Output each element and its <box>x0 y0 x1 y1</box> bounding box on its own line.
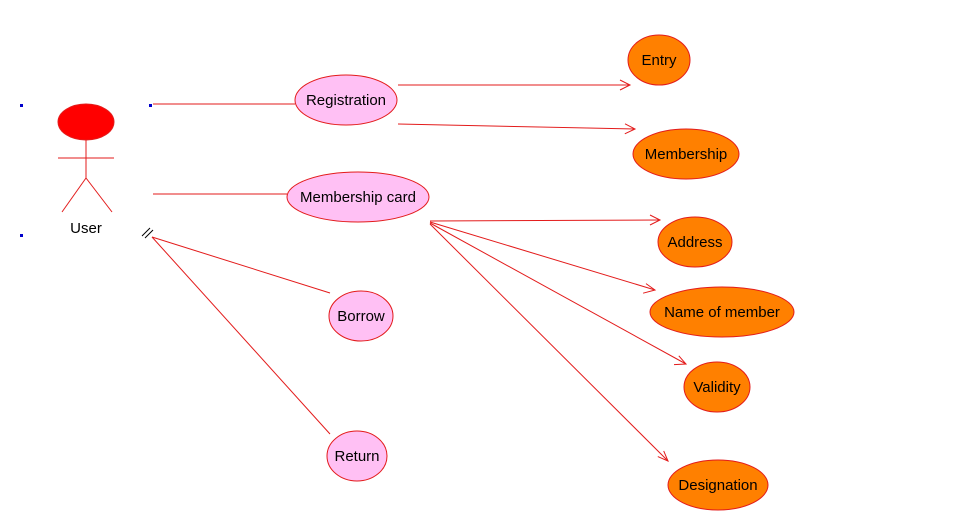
use-case-borrow[interactable]: Borrow <box>328 290 394 342</box>
actor-label: User <box>70 220 102 237</box>
arrow-line-registration-membership <box>397 123 636 130</box>
arrowhead <box>624 123 637 135</box>
resize-grip-icon[interactable] <box>141 227 154 239</box>
use-case-registration[interactable]: Registration <box>294 74 398 126</box>
association-line-user-return <box>151 236 331 435</box>
use-case-return[interactable]: Return <box>326 430 388 482</box>
use-case-name-of-member[interactable]: Name of member <box>649 286 795 338</box>
use-case-label: Name of member <box>664 304 780 321</box>
use-case-label: Membership card <box>300 189 416 206</box>
selection-handle <box>20 234 23 237</box>
use-case-membership-card[interactable]: Membership card <box>286 171 430 223</box>
use-case-address[interactable]: Address <box>657 216 733 268</box>
association-line-user-borrow <box>151 236 331 294</box>
arrowhead <box>619 79 632 91</box>
use-case-label: Borrow <box>337 308 385 325</box>
use-case-entry[interactable]: Entry <box>627 34 691 86</box>
actor-user[interactable]: User <box>57 103 115 237</box>
arrowhead <box>657 450 669 462</box>
use-case-validity[interactable]: Validity <box>683 361 751 413</box>
arrow-line-membership-card-validity <box>429 222 687 365</box>
arrow-line-membership-card-name-of-member <box>429 221 656 291</box>
use-case-designation[interactable]: Designation <box>667 459 769 511</box>
actor-right-leg <box>85 177 113 213</box>
arrow-line-membership-card-address <box>429 219 661 222</box>
use-case-membership[interactable]: Membership <box>632 128 740 180</box>
arrowhead <box>642 283 657 294</box>
arrow-line-membership-card-designation <box>429 223 669 462</box>
use-case-label: Membership <box>645 146 728 163</box>
use-case-label: Validity <box>693 379 741 396</box>
arrowhead <box>649 214 662 226</box>
selection-handle <box>20 104 23 107</box>
use-case-label: Designation <box>678 477 757 494</box>
selection-handle <box>149 104 152 107</box>
use-case-label: Address <box>667 234 722 251</box>
use-case-label: Return <box>334 448 379 465</box>
actor-head <box>57 103 115 141</box>
actor-left-leg <box>61 177 87 213</box>
arrowhead <box>673 355 688 366</box>
use-case-label: Entry <box>641 52 677 69</box>
use-case-label: Registration <box>306 92 386 109</box>
